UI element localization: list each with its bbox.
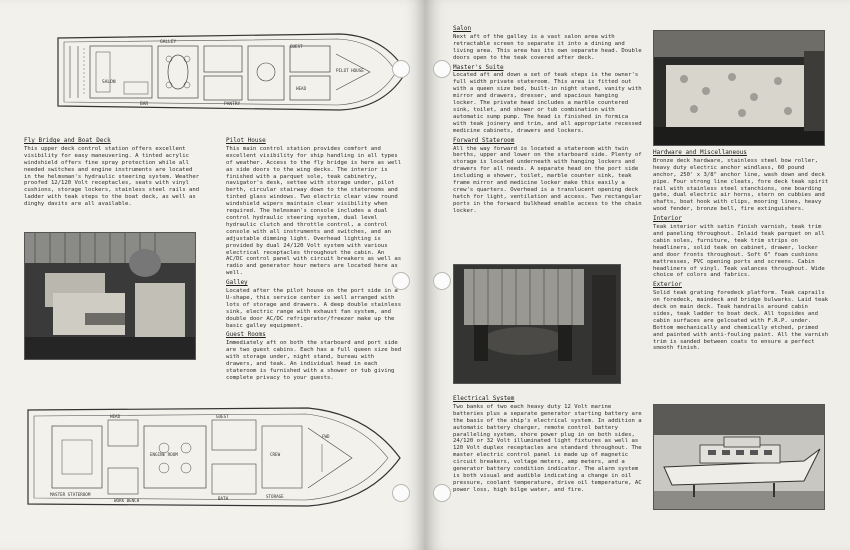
salon-body: Next aft of the galley is a vast salon a… [453, 33, 642, 61]
punch-hole [392, 484, 410, 502]
electrical-body: Two banks of two each heavy duty 12 Volt… [453, 403, 642, 493]
upper-deck-plan-drawing [57, 33, 407, 111]
upper-deck-plan: SALON GALLEY BAR PANTRY GUEST HEAD PILOT… [40, 24, 410, 120]
left-page: SALON GALLEY BAR PANTRY GUEST HEAD PILOT… [0, 0, 426, 550]
plan-label-master: MASTER STATEROOM [50, 492, 91, 497]
plan-label-pilot-house: PILOT HOUSE [336, 68, 364, 73]
lower-deck-plan: MASTER STATEROOM HEAD ENGINE ROOM GUEST … [22, 404, 402, 510]
plan-label-work-bench: WORK BENCH [114, 498, 140, 503]
plan-label-fwd: FWD [322, 434, 330, 439]
flybridge-section: Fly Bridge and Boat Deck This upper deck… [24, 137, 202, 211]
master-heading: Master's Suite [453, 63, 504, 71]
hardware-body: Bronze deck hardware, stainless steel bo… [653, 157, 829, 213]
forward-body: All the way forward is located a statero… [453, 145, 642, 214]
right-col-top: Salon Next aft of the galley is a vast s… [453, 25, 643, 218]
flybridge-heading: Fly Bridge and Boat Deck [24, 137, 111, 144]
stateroom-photo [653, 30, 825, 146]
electrical-section: Electrical System Two banks of two each … [453, 395, 643, 497]
plan-label-bar: BAR [140, 102, 149, 107]
plan-label-bath: BATH [218, 496, 229, 501]
exterior-heading: Exterior [653, 281, 682, 289]
punch-hole [433, 60, 451, 78]
lower-deck-plan-drawing [27, 407, 401, 507]
punch-hole [392, 60, 410, 78]
interior-body: Teak interior with satin finish varnish,… [653, 224, 825, 279]
plan-label-guest: GUEST [290, 44, 303, 49]
pilothouse-heading: Pilot House [226, 137, 266, 144]
master-body: Located aft and down a set of teak steps… [453, 72, 642, 134]
plan-label-galley: GALLEY [160, 40, 177, 45]
right-page: Salon Next aft of the galley is a vast s… [425, 0, 850, 550]
punch-hole [433, 272, 451, 290]
right-text-column: Pilot House This main control station pr… [226, 137, 402, 385]
yacht-exterior-photo [653, 404, 825, 510]
hardware-heading: Hardware and Miscellaneous [653, 149, 747, 156]
plan-label-lower-guest: GUEST [216, 414, 229, 419]
dining-photo [453, 264, 621, 384]
guestrooms-body: Immediately aft on both the starboard an… [226, 340, 402, 381]
interior-heading: Interior [653, 215, 682, 223]
plan-label-salon: SALON [102, 80, 116, 85]
specs-column: Hardware and Miscellaneous Bronze deck h… [653, 149, 829, 355]
punch-hole [392, 272, 410, 290]
plan-label-lower-head: HEAD [110, 414, 121, 419]
plan-label-engine-room: ENGINE ROOM [150, 452, 178, 457]
exterior-body: Solid teak grating foredeck platform. Te… [653, 290, 829, 352]
plan-label-head: HEAD [296, 86, 307, 91]
galley-body: Located after the pilot house on the por… [226, 288, 402, 329]
plan-label-pantry: PANTRY [224, 102, 241, 107]
salon-heading: Salon [453, 25, 472, 32]
salon-photo [24, 232, 196, 360]
guestrooms-heading: Guest Rooms [226, 331, 266, 339]
punch-hole [433, 484, 451, 502]
plan-label-crew: CREW [270, 452, 281, 457]
flybridge-body: This upper deck control station offers e… [24, 145, 200, 208]
galley-heading: Galley [226, 279, 248, 287]
forward-heading: Forward Stateroom [453, 136, 515, 144]
plan-label-storage: STORAGE [266, 494, 284, 499]
pilothouse-body: This main control station provides comfo… [226, 145, 402, 277]
electrical-heading: Electrical System [453, 395, 515, 402]
